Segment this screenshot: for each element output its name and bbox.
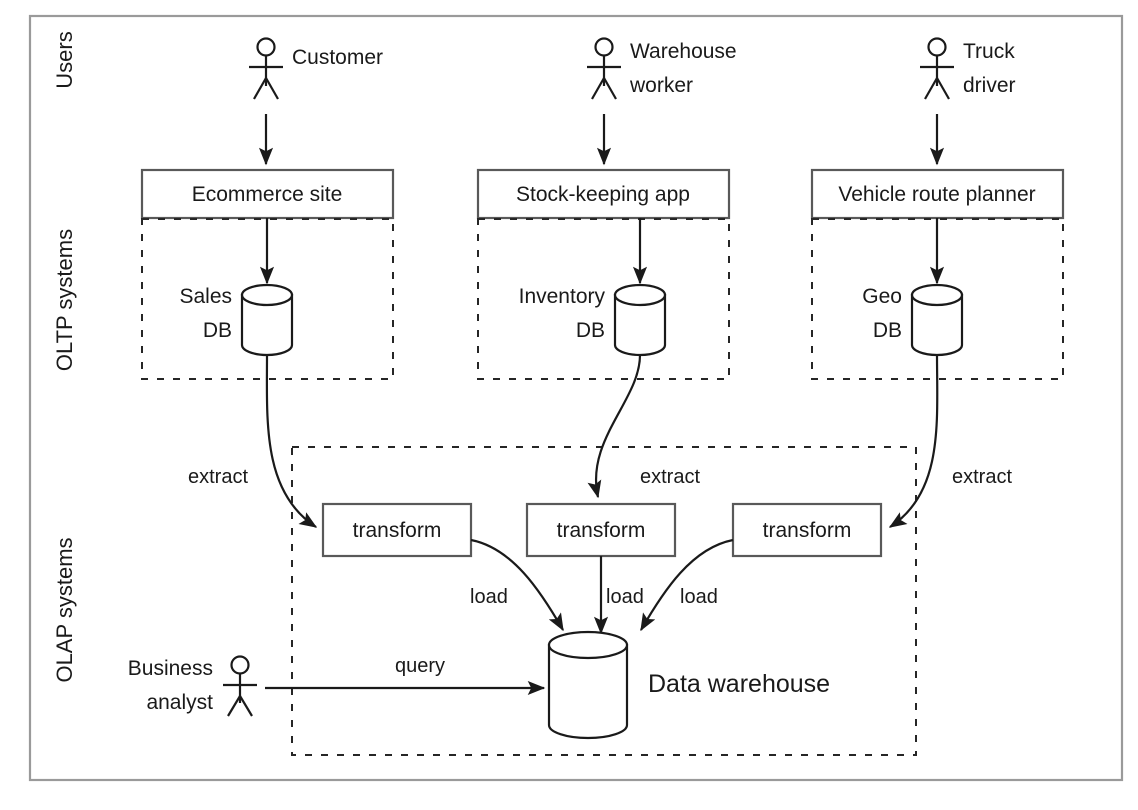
edge-label-extract-2: extract: [640, 466, 700, 488]
app-stock-keeping-app-label: Stock-keeping app: [516, 183, 690, 206]
app-ecommerce-site[interactable]: Ecommerce site: [140, 168, 395, 220]
transform-1-label: transform: [353, 519, 442, 542]
edge-label-query: query: [395, 655, 445, 677]
database-sales-db-label-line1: Sales: [179, 285, 232, 308]
edge-label-extract-3: extract: [952, 466, 1012, 488]
transform-2-label: transform: [557, 519, 646, 542]
lane-label-oltp: OLTP systems: [52, 229, 77, 371]
actor-truck-driver-label-line1: Truck: [963, 40, 1015, 63]
app-vehicle-route-planner-label: Vehicle route planner: [838, 183, 1035, 206]
edge-label-load-2: load: [606, 586, 644, 608]
connector-extract-sales: [265, 354, 318, 528]
lane-label-olap: OLAP systems: [52, 537, 77, 682]
database-sales-db-label-line2: DB: [203, 319, 232, 342]
data-warehouse-label: Data warehouse: [648, 670, 830, 698]
actor-business-analyst: Business analyst: [128, 655, 257, 717]
actor-customer: Customer: [249, 37, 383, 100]
app-stock-keeping-app[interactable]: Stock-keeping app: [476, 168, 731, 220]
app-ecommerce-site-label: Ecommerce site: [192, 183, 343, 206]
transform-2[interactable]: transform: [525, 502, 677, 558]
lane-label-users: Users: [52, 31, 77, 88]
actor-warehouse-worker-label-line1: Warehouse: [630, 40, 737, 63]
actor-truck-driver: Truck driver: [920, 37, 1016, 100]
oltp-group-inventory: [477, 218, 730, 380]
app-vehicle-route-planner[interactable]: Vehicle route planner: [810, 168, 1065, 220]
data-warehouse[interactable]: Data warehouse: [547, 630, 830, 740]
database-geo-db[interactable]: Geo DB: [862, 283, 964, 357]
actor-warehouse-worker: Warehouse worker: [587, 37, 737, 100]
transform-3-label: transform: [763, 519, 852, 542]
actor-warehouse-worker-label-line2: worker: [629, 74, 693, 97]
stick-figure-icon: [587, 37, 621, 100]
stick-figure-icon: [223, 655, 257, 717]
database-geo-db-label-line2: DB: [873, 319, 902, 342]
database-inventory-db-label-line2: DB: [576, 319, 605, 342]
actor-business-analyst-label-line1: Business: [128, 657, 213, 680]
edge-label-load-3: load: [680, 586, 718, 608]
connector-extract-geo: [888, 354, 939, 528]
database-sales-db[interactable]: Sales DB: [179, 283, 294, 357]
actor-customer-label: Customer: [292, 46, 383, 69]
edge-label-load-1: load: [470, 586, 508, 608]
connector-load-3: [640, 538, 734, 632]
edge-label-extract-1: extract: [188, 466, 248, 488]
actor-business-analyst-label-line2: analyst: [146, 691, 213, 714]
oltp-group-geo: [811, 218, 1064, 380]
connector-extract-inventory: [587, 354, 642, 499]
database-inventory-db[interactable]: Inventory DB: [519, 283, 667, 357]
transform-3[interactable]: transform: [731, 502, 883, 558]
connector-load-1: [470, 538, 564, 632]
transform-1[interactable]: transform: [321, 502, 473, 558]
stick-figure-icon: [249, 37, 283, 100]
database-geo-db-label-line1: Geo: [862, 285, 902, 308]
stick-figure-icon: [920, 37, 954, 100]
actor-truck-driver-label-line2: driver: [963, 74, 1016, 97]
oltp-group-sales: [141, 218, 394, 380]
database-inventory-db-label-line1: Inventory: [519, 285, 606, 308]
